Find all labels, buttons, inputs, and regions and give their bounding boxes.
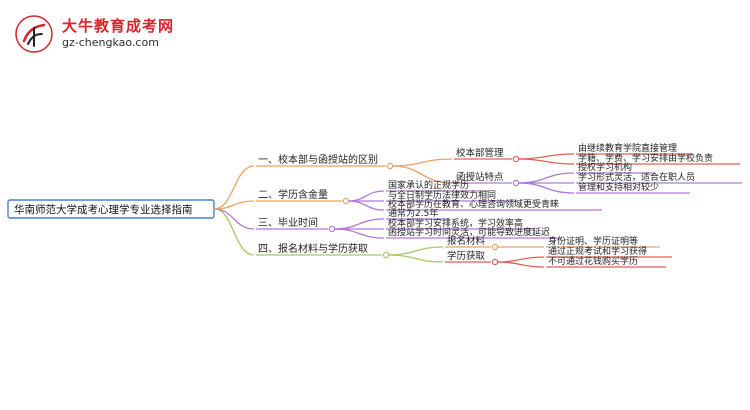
leaf-label-2-1: 国家承认的正规学历	[388, 179, 469, 191]
leaf-link-3-3	[333, 228, 385, 239]
leaf-label-1-1-2: 学籍、学费、学习安排由学校负责	[578, 152, 713, 164]
leaf-label-4-2-2: 不可通过花钱购买学历	[548, 255, 638, 267]
leaf-label-1-2-1: 授权学习机构	[578, 161, 632, 173]
logo-title: 大牛教育成考网	[62, 17, 175, 35]
sub-label-1-1: 校本部管理	[456, 147, 504, 159]
branch-label-2: 二、学历含金量	[258, 188, 328, 201]
sub-label-4-1: 报名材料	[447, 235, 486, 247]
leaf-link-1-1-1	[517, 153, 575, 160]
leaf-label-2-2: 与全日制学历法律效力相同	[388, 189, 496, 201]
branch-label-1: 一、校本部与函授站的区别	[258, 153, 378, 166]
branch-link-1	[213, 165, 255, 210]
leaf-link-2-1	[347, 190, 385, 202]
sub-link-4-1	[387, 246, 444, 256]
sub-dot-4-2	[491, 258, 499, 266]
sub-dot-1-1	[512, 155, 520, 163]
leaf-label-3-1: 通常为2.5年	[388, 207, 438, 219]
branch-link-4	[213, 208, 255, 256]
leaf-label-1-2-2: 学习形式灵活，适合在职人员	[578, 171, 695, 183]
leaf-link-1-2-1	[517, 172, 575, 184]
branch-dot-3	[328, 225, 336, 233]
leaf-link-2-3	[347, 200, 385, 211]
sub-link-4-2	[387, 254, 444, 263]
branch-link-3	[213, 208, 255, 230]
leaf-link-3-1	[333, 218, 385, 230]
leaf-label-2-3: 校本部学历在教育、心理咨询领域更受青睐	[388, 198, 559, 210]
root-node-label: 华南师范大学成考心理学专业选择指南	[14, 203, 193, 216]
sub-dot-1-2	[512, 179, 520, 187]
branch-label-3: 三、毕业时间	[258, 216, 318, 229]
sub-link-1-2	[391, 165, 453, 184]
branch-label-4: 四、报名材料与学历获取	[258, 242, 368, 255]
sub-label-1-2: 函授站特点	[456, 171, 504, 183]
logo-url: gz-chengkao.com	[62, 36, 159, 49]
leaf-label-4-2-1: 通过正规考试和学习获得	[548, 245, 647, 257]
branch-dot-4	[382, 251, 390, 259]
sub-label-4-2: 学历获取	[447, 250, 486, 262]
leaf-label-1-2-3: 管理和支持相对较少	[578, 181, 659, 193]
leaf-label-3-2: 校本部学习安排系统，学习效率高	[388, 217, 523, 229]
logo-badge-icon	[15, 15, 53, 53]
site-logo[interactable]: 大牛教育成考网 gz-chengkao.com	[14, 14, 254, 58]
branch-dot-2	[342, 197, 350, 205]
leaf-label-3-3: 函授站学习时间灵活，可能导致进度延迟	[388, 226, 550, 238]
leaf-label-4-1-1: 身份证明、学历证明等	[548, 235, 638, 247]
leaf-link-1-2-3	[517, 182, 575, 194]
leaf-label-1-1-1: 由继续教育学院直接管理	[578, 142, 677, 154]
leaf-link-4-2-2	[496, 261, 545, 268]
branch-dot-1	[386, 162, 394, 170]
leaf-link-4-2-1	[496, 256, 545, 263]
sub-dot-4-1	[491, 243, 499, 251]
sub-link-1-1	[391, 158, 453, 167]
leaf-link-1-1-2	[517, 158, 575, 165]
